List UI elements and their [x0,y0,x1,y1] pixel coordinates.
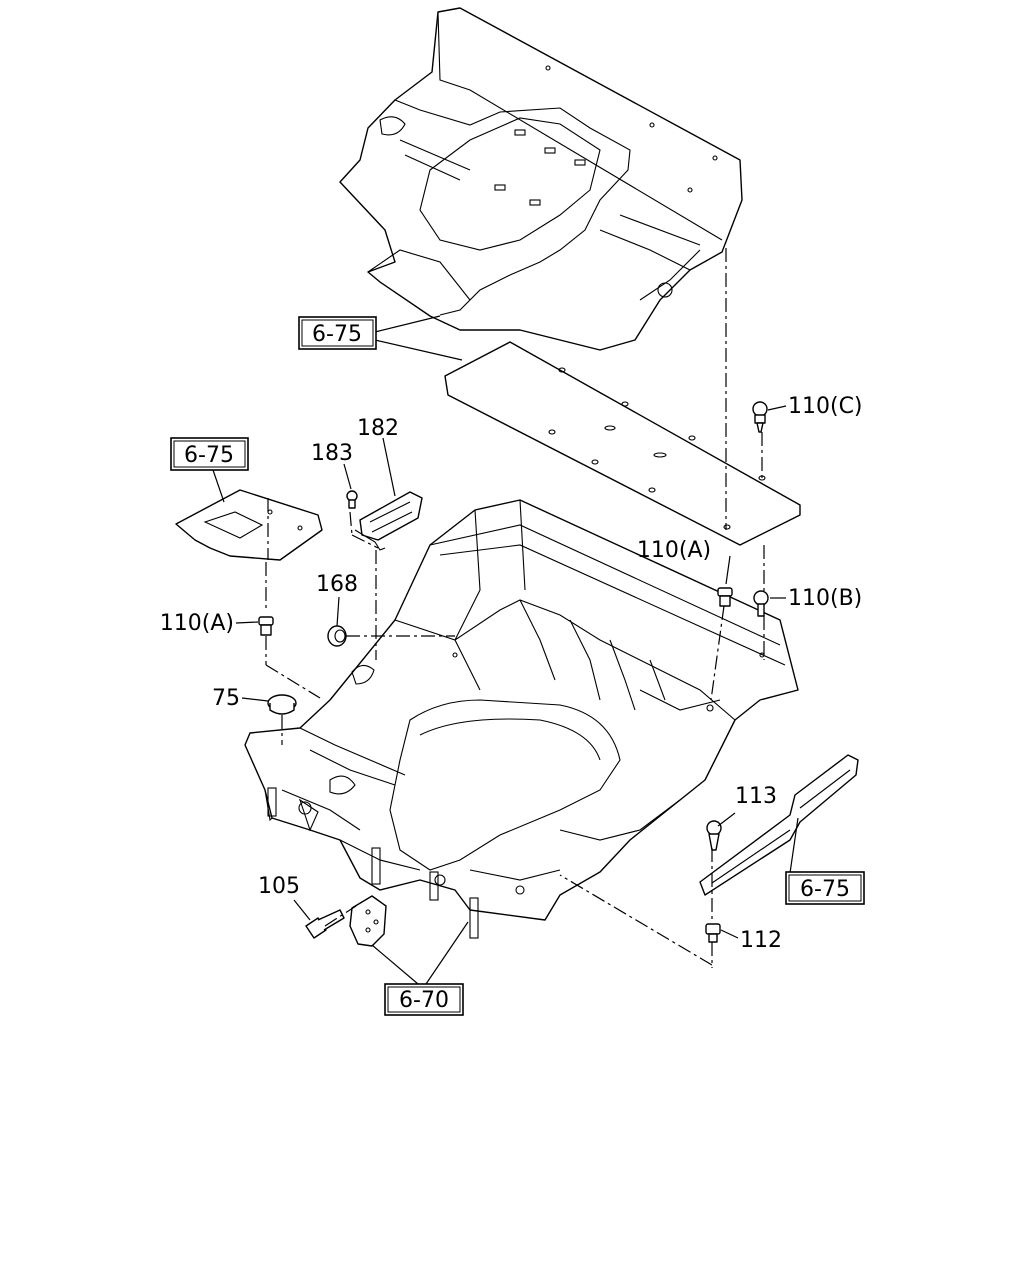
label-112: 112 [740,928,782,953]
ref-box-6-75-right[interactable]: 6-75 [785,871,865,905]
leader-lines [212,315,799,985]
label-110c: 110(C) [788,394,863,419]
label-110a-left: 110(A) [160,611,234,636]
ref-box-6-75-top[interactable]: 6-75 [298,316,377,350]
small-insulator-pad [175,489,323,561]
plug-75 [267,694,297,715]
bolt-183 [346,490,358,509]
rear-floor-panel [339,7,743,351]
label-182: 182 [357,416,399,441]
clip-110a-right [717,587,733,607]
svg-text:6-75: 6-75 [184,443,234,468]
ref-box-6-75-left[interactable]: 6-75 [170,437,249,471]
svg-text:6-70: 6-70 [399,988,449,1013]
svg-text:6-75: 6-75 [312,322,362,347]
bracket-182 [354,491,423,551]
clip-113 [706,820,722,851]
clip-110a-left [258,616,274,636]
label-110b: 110(B) [788,586,862,611]
label-110a-right: 110(A) [637,538,711,563]
bracket-6-70 [349,895,387,947]
label-183: 183 [311,441,353,466]
label-168: 168 [316,572,358,597]
nut-112 [705,923,721,943]
svg-text:6-75: 6-75 [800,877,850,902]
grommet-168 [327,625,347,647]
label-113: 113 [735,784,777,809]
floor-insulator-sheet [444,341,801,546]
ref-box-6-70[interactable]: 6-70 [384,983,464,1016]
clip-110c [752,401,768,433]
bolt-105 [305,909,345,939]
assembly-guide-lines [265,248,765,968]
side-step-plate [699,754,859,896]
label-75: 75 [212,686,240,711]
label-105: 105 [258,874,300,899]
clip-110b [753,590,769,617]
floor-body-assembly [244,499,799,939]
